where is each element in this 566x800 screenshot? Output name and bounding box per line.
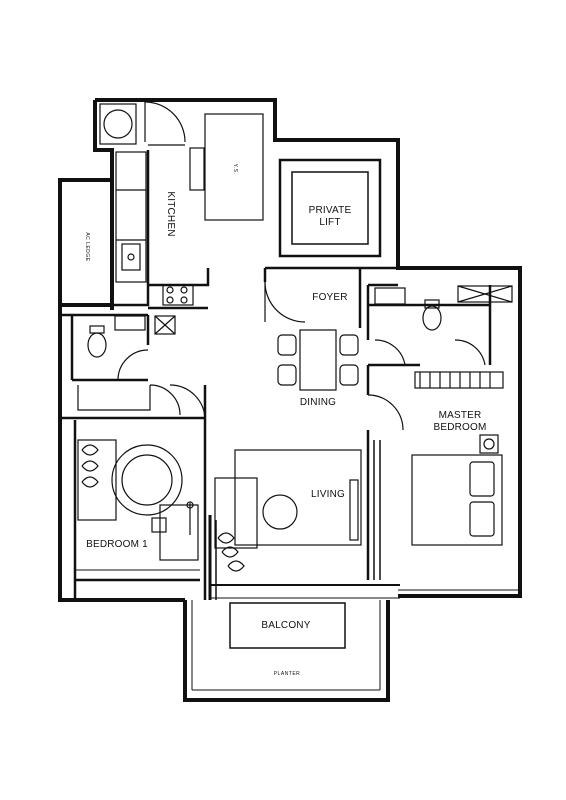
living-label: LIVING (311, 489, 345, 500)
ys-label: Y.S. (232, 163, 238, 175)
master-bedroom-label: MASTER BEDROOM (433, 410, 487, 433)
private-lift-label: PRIVATE LIFT (308, 205, 352, 228)
dining-label: DINING (299, 397, 337, 408)
foyer-label: FOYER (312, 292, 348, 303)
balcony-label: BALCONY (261, 620, 311, 631)
ac-ledge-label: AC LEDGE (84, 232, 90, 262)
planter-label: PLANTER (273, 671, 301, 677)
bedroom-1-label: BEDROOM 1 (86, 539, 148, 550)
outer-walls (58, 98, 522, 702)
kitchen-label: KITCHEN (165, 191, 176, 237)
inner-walls (60, 150, 520, 691)
fixtures (77, 101, 513, 600)
